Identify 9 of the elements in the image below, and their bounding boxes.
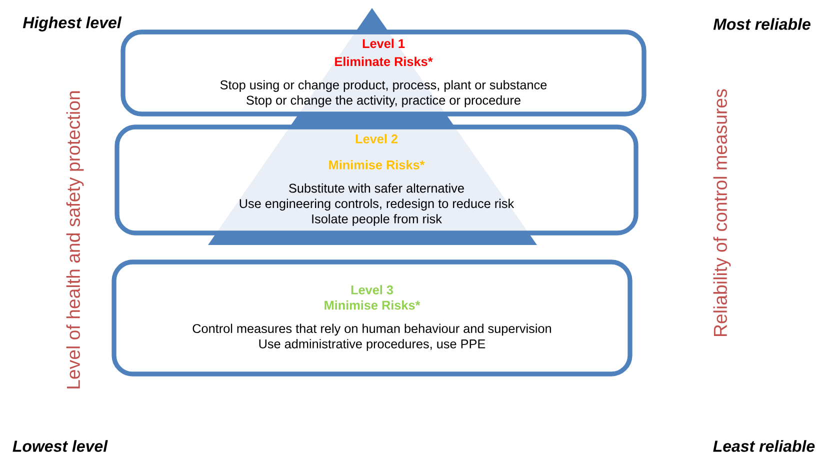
side-caption: Highest level: [22, 16, 122, 32]
level-box: Level 2 Minimise Risks* Substitute with safer alternative Use engineering controls, redesign to reduce risk Isolate people from risk: [114, 124, 638, 236]
side-caption: Least reliable: [713, 440, 815, 452]
axis-title: Reliability of control measures: [713, 89, 731, 336]
side-caption: Most reliable: [713, 18, 810, 30]
level-box: Level 3 Minimise Risks* Control measures that rely on human behaviour and supervision Use administrative procedures, use PPE: [112, 260, 632, 376]
level-box: Level 1 Eliminate Risks* Stop using or change product, process, plant or substance Stop or change the activity, practice or procedure: [120, 30, 646, 116]
side-caption: Lowest level: [12, 440, 108, 452]
axis-title: Level of health and safety protection: [66, 91, 84, 388]
